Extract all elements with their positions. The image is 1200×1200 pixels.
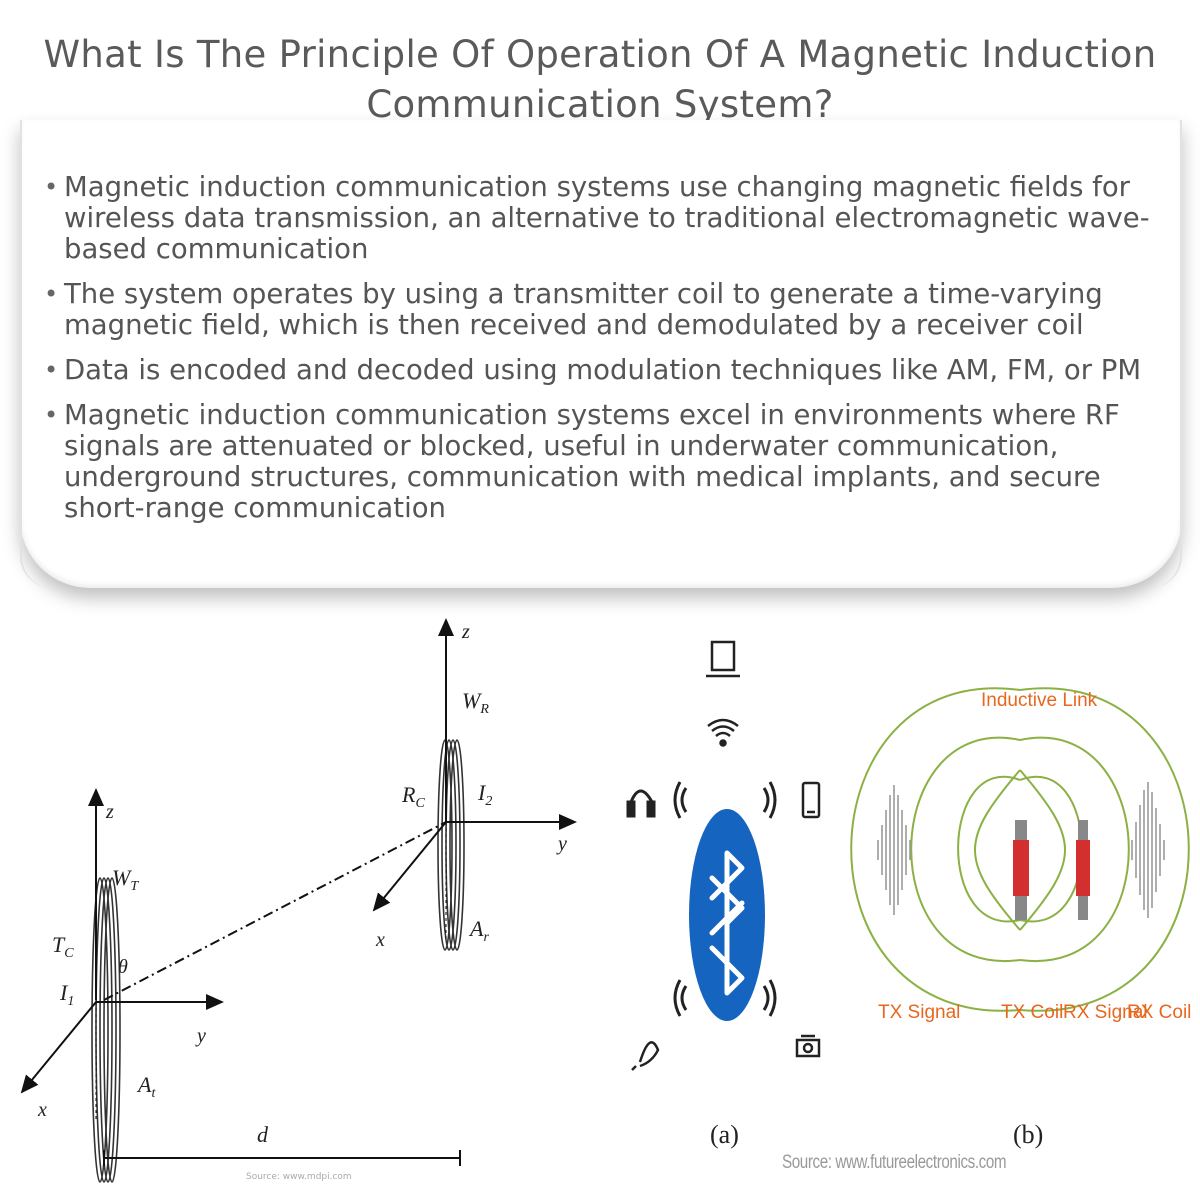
bluetooth-panel: (a) — [626, 640, 821, 1149]
bullet-item: The system operates by using a transmitt… — [44, 279, 1164, 341]
rx-coil — [1076, 820, 1090, 920]
tx-z-label: z — [105, 801, 114, 823]
phone-icon — [801, 781, 821, 819]
tx-a-label: At — [136, 1072, 156, 1101]
tx-t-label: TC — [52, 932, 74, 961]
rx-i-label: I2 — [477, 780, 492, 809]
transmitter-coil — [91, 877, 121, 1183]
camera-icon — [795, 1034, 821, 1058]
rx-z-label: z — [461, 621, 470, 643]
tx-signal-label: TX Signal — [878, 1002, 960, 1023]
rx-w-label: WR — [462, 688, 489, 717]
laptop-icon — [706, 640, 740, 678]
bluetooth-rune — [709, 850, 745, 996]
tx-signal-wave — [877, 785, 911, 915]
tx-coil-label: TX Coil — [1001, 1002, 1063, 1023]
signal-arcs — [673, 781, 777, 1017]
rx-a-label: Ar — [468, 916, 489, 945]
panel-b-label: (b) — [1013, 1120, 1043, 1149]
tx-i-label: I1 — [59, 980, 74, 1009]
inductive-link-label: Inductive Link — [981, 690, 1098, 711]
tx-x-axis — [20, 1001, 97, 1094]
futureelectronics-source-caption: Source: www.futureelectronics.com — [782, 1152, 1007, 1173]
tx-x-label: x — [37, 1099, 47, 1121]
page-title: What Is The Principle Of Operation Of A … — [43, 33, 1157, 126]
bullet-item: Magnetic induction communication systems… — [44, 172, 1164, 265]
panel-a-label: (a) — [710, 1120, 739, 1149]
bullet-item: Magnetic induction communication systems… — [44, 400, 1164, 524]
hearing-aid-icon — [631, 1041, 660, 1071]
rx-x-axis — [372, 821, 447, 912]
rx-y-label: y — [556, 833, 567, 855]
tx-w-label: WT — [112, 865, 139, 894]
distance-label: d — [257, 1122, 269, 1147]
wifi-icon — [707, 718, 739, 747]
figure-area: z y x WT TC θ I1 At z y x WR RC I2 Ar d — [0, 600, 1200, 1200]
rx-r-label: RC — [401, 782, 425, 811]
theta-label: θ — [118, 956, 128, 978]
coil-geometry-diagram: z y x WT TC θ I1 At z y x WR RC I2 Ar d — [20, 618, 577, 1183]
rx-signal-wave — [1131, 782, 1165, 918]
receiver-coil — [437, 739, 465, 951]
magnetic-field-lines — [850, 687, 1190, 1012]
bullet-item: Data is encoded and decoded using modula… — [44, 355, 1164, 387]
rx-x-label: x — [375, 929, 385, 951]
rx-signal-label: RX Signal — [1063, 1002, 1148, 1023]
tx-y-label: y — [195, 1025, 206, 1047]
inductive-link-panel: Inductive Link TX Signal TX Coil RX Sign… — [850, 687, 1191, 1149]
mdpi-source-caption: Source: www.mdpi.com — [246, 1172, 352, 1182]
rx-coil-label: RX Coil — [1127, 1002, 1191, 1023]
headphones-icon — [626, 789, 656, 818]
link-dashdot-line — [103, 821, 447, 1001]
bullet-list: Magnetic induction communication systems… — [44, 172, 1164, 538]
tx-coil — [1013, 820, 1029, 920]
figure-svg: z y x WT TC θ I1 At z y x WR RC I2 Ar d — [20, 618, 1191, 1183]
